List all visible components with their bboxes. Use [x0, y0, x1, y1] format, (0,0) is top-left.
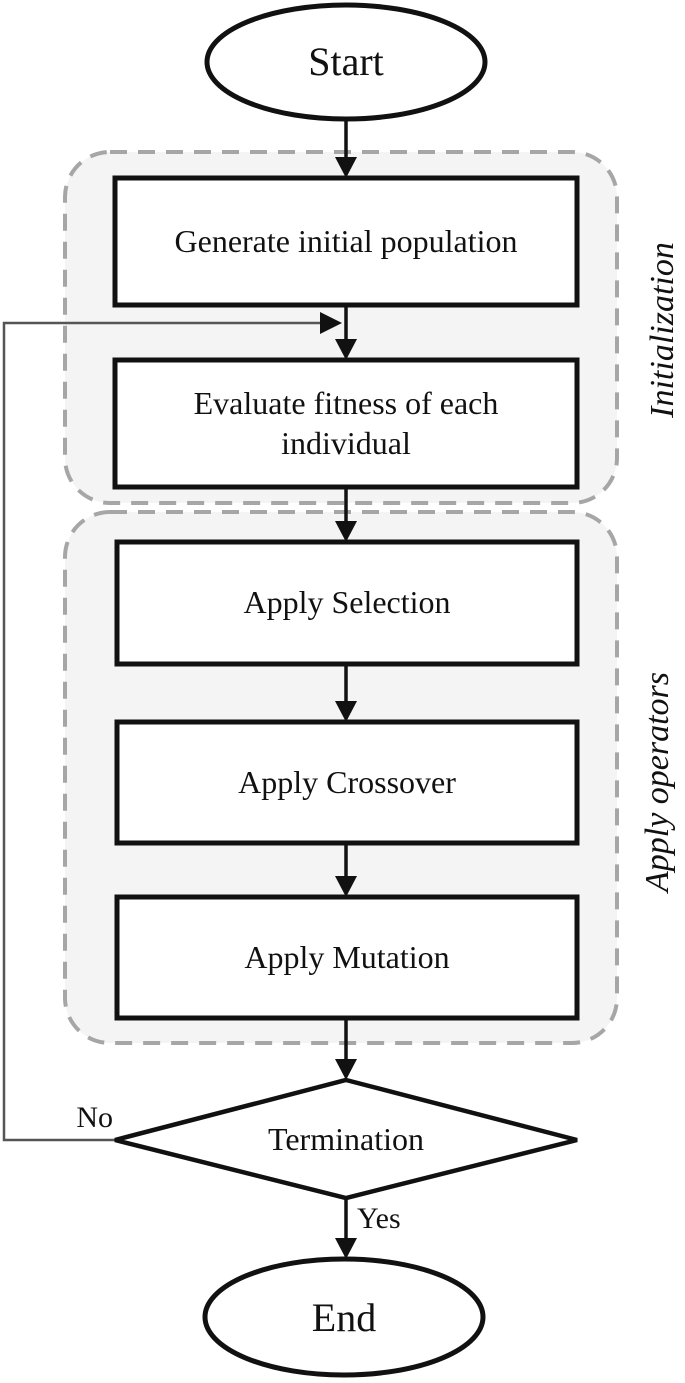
- arrowhead-evaluate-icon: [335, 339, 357, 360]
- apply-operators-group-label: Apply operators: [639, 671, 676, 893]
- yes-edge-label: Yes: [357, 1201, 401, 1235]
- crossover-node-label: Apply Crossover: [238, 763, 456, 800]
- start-node-ellipse: [204, 2, 488, 122]
- end-node-label: End: [311, 1294, 377, 1340]
- selection-node-label: Apply Selection: [243, 584, 451, 621]
- evaluate-node-label: Evaluate fitness of each individual: [193, 385, 499, 461]
- end-node-ellipse: [202, 1256, 486, 1378]
- no-loop-connector-line: [2, 321, 330, 1142]
- initialization-group-label: Initialization: [644, 242, 681, 418]
- start-node-label: Start: [308, 38, 384, 84]
- generate-node-box: [112, 175, 580, 308]
- arrowhead-termination-icon: [335, 1059, 357, 1080]
- termination-node-label: Termination: [268, 1121, 424, 1158]
- termination-node-diamond: [114, 1077, 578, 1201]
- evaluate-node-box: [112, 357, 580, 490]
- arrowhead-mutation-icon: [335, 876, 357, 897]
- arrowhead-generate-icon: [335, 157, 357, 178]
- arrowhead-crossover-icon: [335, 701, 357, 722]
- arrowhead-end-icon: [335, 1238, 357, 1259]
- mutation-node-box: [114, 894, 580, 1021]
- arrowhead-selection-icon: [335, 521, 357, 542]
- crossover-node-box: [114, 719, 580, 846]
- selection-node-box: [114, 539, 580, 667]
- generate-node-label: Generate initial population: [174, 222, 518, 259]
- no-loop-arrowhead-icon: [320, 312, 342, 334]
- no-edge-label: No: [76, 1100, 113, 1134]
- mutation-node-label: Apply Mutation: [244, 938, 450, 975]
